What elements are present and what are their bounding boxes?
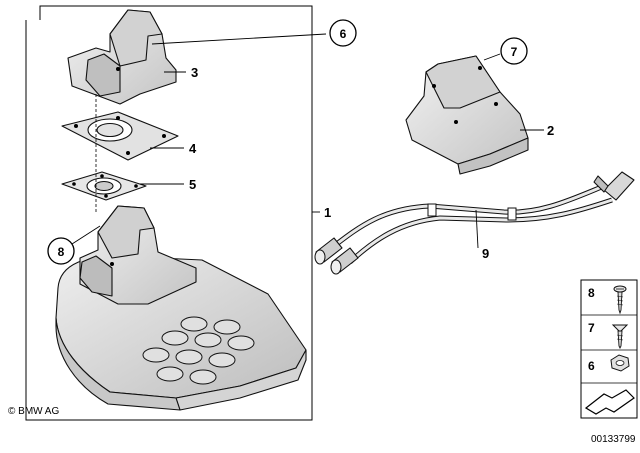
callout-8: 8 (47, 237, 75, 265)
button-4 (194, 332, 222, 348)
nut-icon (610, 354, 630, 372)
wiring-harness-part-9 (314, 171, 635, 275)
callout-5-label: 5 (189, 177, 196, 192)
button-8 (208, 352, 236, 368)
button-5 (227, 335, 255, 351)
gasket-part-5 (61, 171, 147, 201)
arrow-icon (584, 389, 635, 415)
callout-4-label: 4 (189, 141, 197, 156)
button-9 (156, 366, 184, 382)
legend-row-6-label: 6 (588, 359, 595, 373)
leader-lines (71, 33, 544, 249)
button-10 (189, 369, 217, 385)
legend-row-7-label: 7 (588, 321, 595, 335)
legend-row-8-label: 8 (588, 286, 595, 300)
copyright-text: © BMW AG (8, 406, 59, 417)
callout-6: 6 (329, 19, 357, 47)
countersunk-screw-icon (611, 324, 629, 350)
small-parts-legend: 8 7 6 (580, 279, 638, 419)
button-1 (180, 316, 208, 332)
button-3 (161, 330, 189, 346)
callout-7-label: 7 (511, 45, 518, 59)
callout-6-label: 6 (340, 27, 347, 41)
callout-2-label: 2 (547, 123, 554, 138)
callout-3-label: 3 (191, 65, 198, 80)
callout-1-label: 1 (324, 205, 331, 220)
button-7 (175, 349, 203, 365)
holder-part-3 (67, 9, 177, 105)
button-2 (213, 319, 241, 335)
assembly-frame (25, 5, 313, 421)
callout-7: 7 (500, 37, 528, 65)
button-6 (142, 347, 170, 363)
screw-icon (613, 285, 627, 315)
drawing-number: 00133799 (591, 434, 636, 445)
callout-9-label: 9 (482, 246, 489, 261)
base-part-1 (55, 205, 307, 411)
holder-part-2 (405, 55, 529, 175)
callout-8-label: 8 (58, 245, 65, 259)
plate-part-4 (61, 111, 179, 161)
